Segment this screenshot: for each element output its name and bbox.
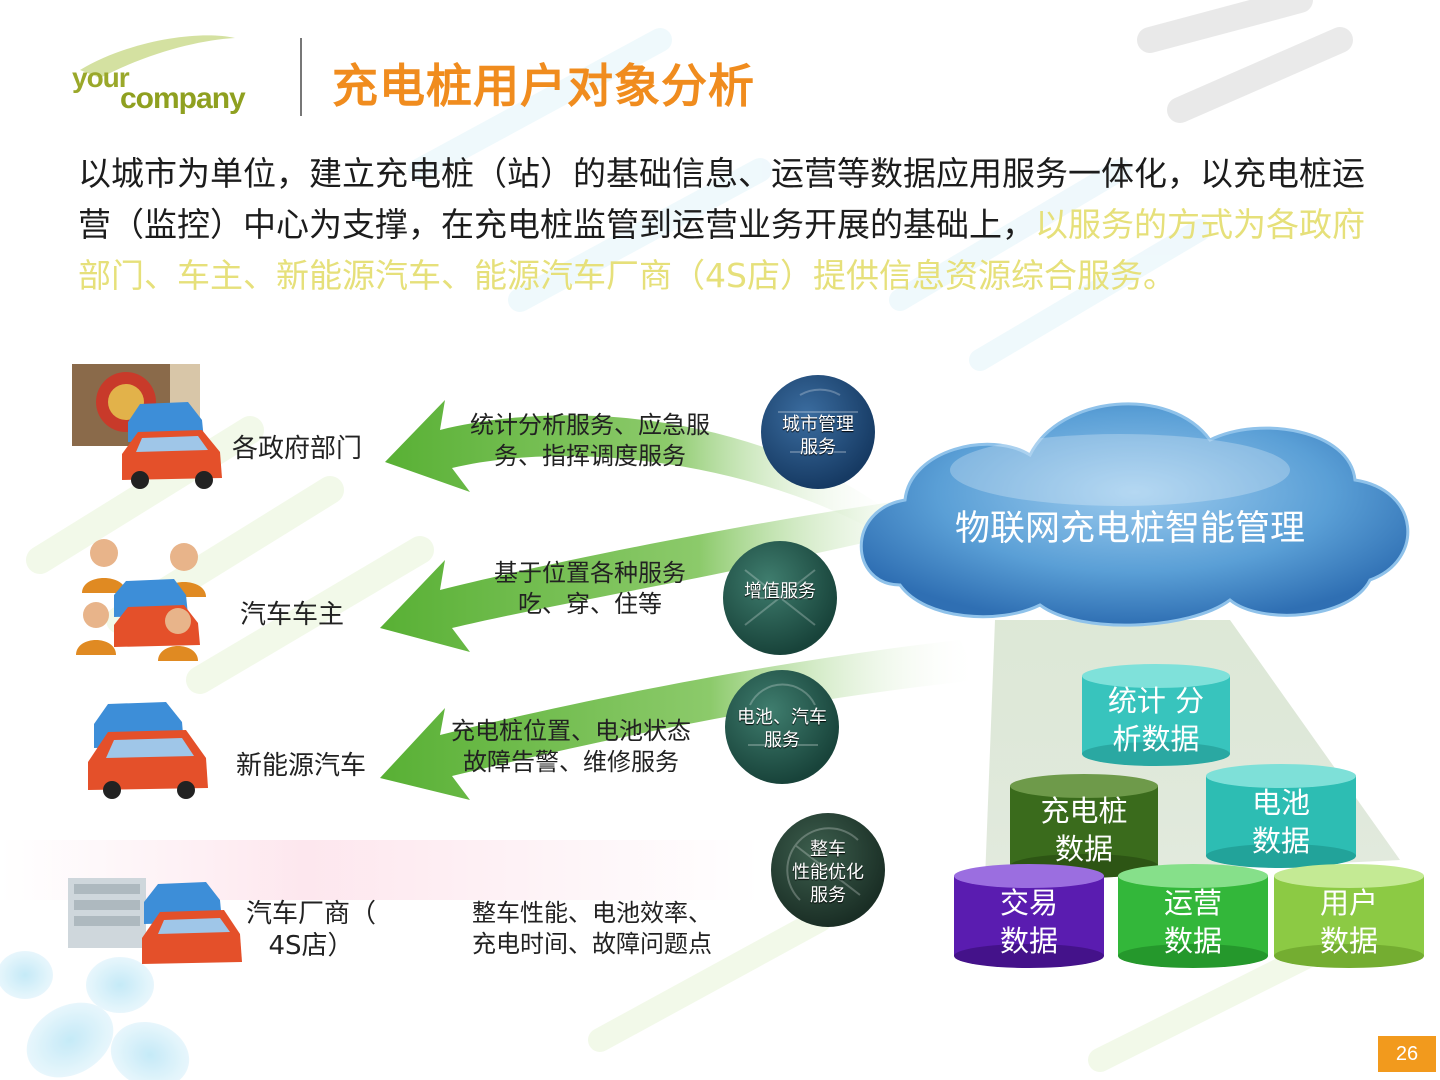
- db-label-charger: 充电桩 数据: [1010, 792, 1158, 868]
- intro-text-main: 以城市为单位，建立充电桩（站）的基础信息、运营等数据应用服务一体化，以充电桩运营…: [78, 154, 1365, 244]
- circle-label-battery-car: 电池、汽车 服务: [726, 706, 838, 752]
- circle-line: 增值服务: [744, 581, 816, 602]
- db-line: 电池: [1251, 786, 1310, 820]
- user-label-manufacturer-line1: 汽车厂商（: [246, 899, 377, 929]
- db-statistics: [1082, 664, 1230, 766]
- circle-label-vehicle-optimization: 整车 性能优化 服务: [778, 838, 878, 907]
- red-car-icon: [88, 730, 208, 799]
- circle-line: 服务: [800, 437, 836, 458]
- db-line: 用户: [1319, 886, 1378, 920]
- service-line: 基于位置各种服务: [494, 559, 686, 587]
- service-line: 吃、穿、住等: [518, 590, 662, 618]
- watermark-strokes: [26, 0, 1353, 1072]
- circle-label-value-added: 增值服务: [730, 580, 830, 603]
- db-line: 数据: [1251, 824, 1310, 858]
- db-line: 交易: [999, 886, 1058, 920]
- person-icon: [76, 602, 116, 655]
- service-text-government: 统计分析服务、应急服 务、指挥调度服务: [450, 410, 730, 472]
- db-battery: [1206, 764, 1356, 868]
- page-title: 充电桩用户对象分析: [332, 59, 755, 113]
- company-logo: [60, 30, 280, 130]
- user-label-government: 各政府部门: [232, 434, 363, 464]
- person-icon: [82, 539, 126, 593]
- red-car-icon: [122, 430, 222, 489]
- db-line: 数据: [1163, 924, 1222, 958]
- service-line: 统计分析服务、应急服: [470, 411, 710, 439]
- circle-line: 服务: [764, 730, 800, 751]
- page-number: 26: [1378, 1036, 1436, 1072]
- arrow-new-energy: [380, 640, 980, 800]
- circle-value-added: [723, 541, 837, 655]
- manufacturer-icon: [68, 878, 242, 964]
- service-line: 充电时间、故障问题点: [472, 930, 712, 958]
- db-label-operation: 运营 数据: [1118, 884, 1268, 960]
- circle-line: 城市管理: [782, 414, 854, 435]
- db-line: 充电桩: [1040, 794, 1128, 828]
- db-label-user: 用户 数据: [1274, 884, 1424, 960]
- red-car-icon: [142, 910, 242, 964]
- arrow-government: [385, 400, 900, 545]
- cloud-shape: [859, 402, 1410, 627]
- cloud-title: 物联网充电桩智能管理: [955, 509, 1306, 549]
- db-line: 统计 分: [1107, 684, 1205, 718]
- circle-line: 服务: [810, 885, 846, 906]
- db-label-statistics: 统计 分 析数据: [1082, 682, 1230, 758]
- db-line: 数据: [999, 924, 1058, 958]
- db-label-transaction: 交易 数据: [954, 884, 1104, 960]
- person-icon: [158, 608, 198, 661]
- circle-city-service: [761, 375, 875, 489]
- db-line: 数据: [1319, 924, 1378, 958]
- db-line: 数据: [1054, 832, 1113, 866]
- db-line: 运营: [1163, 886, 1222, 920]
- car-owner-icon: [76, 539, 206, 661]
- db-transaction: [954, 864, 1104, 968]
- building-icon: [68, 878, 146, 948]
- service-line: 务、指挥调度服务: [494, 442, 686, 470]
- user-label-manufacturer-line2: 4S店）: [268, 931, 354, 961]
- user-label-manufacturer: 汽车厂商（ 4S店）: [246, 898, 376, 962]
- user-label-car-owner: 汽车车主: [240, 600, 345, 630]
- db-label-battery: 电池 数据: [1206, 784, 1356, 860]
- service-line: 故障告警、维修服务: [463, 748, 679, 776]
- circle-vehicle-optimization: [771, 813, 885, 927]
- intro-text-highlight: 以服务的方式为各政府部门、车主、新能源汽车、能源汽车厂商（4S店）提供信息资源综…: [78, 205, 1365, 295]
- service-line: 整车性能、电池效率、: [472, 899, 712, 927]
- service-text-car-owner: 基于位置各种服务 吃、穿、住等: [470, 558, 710, 620]
- flower-decoration: [0, 951, 190, 1080]
- circle-label-city: 城市管理 服务: [768, 413, 868, 459]
- db-line: 析数据: [1112, 722, 1200, 756]
- db-operation: [1118, 864, 1268, 968]
- intro-paragraph: 以城市为单位，建立充电桩（站）的基础信息、运营等数据应用服务一体化，以充电桩运营…: [78, 148, 1388, 301]
- service-text-manufacturer: 整车性能、电池效率、 充电时间、故障问题点: [452, 898, 732, 960]
- header-divider: [300, 38, 302, 116]
- logo-text-your: your: [72, 62, 130, 93]
- new-energy-car-icon: [88, 702, 208, 799]
- arrow-car-owner: [380, 495, 960, 652]
- logo-text-company: company: [120, 82, 246, 115]
- service-text-new-energy: 充电桩位置、电池状态 故障告警、维修服务: [436, 716, 706, 778]
- db-user: [1274, 864, 1424, 968]
- circle-line: 电池、汽车: [737, 707, 827, 728]
- government-icon: [72, 364, 222, 489]
- service-line: 充电桩位置、电池状态: [451, 717, 691, 745]
- circle-line: 性能优化: [792, 862, 864, 883]
- logo-swoosh-icon: [80, 35, 235, 78]
- circle-line: 整车: [810, 839, 846, 860]
- user-label-new-energy: 新能源汽车: [236, 751, 367, 781]
- circle-battery-car: [725, 670, 839, 784]
